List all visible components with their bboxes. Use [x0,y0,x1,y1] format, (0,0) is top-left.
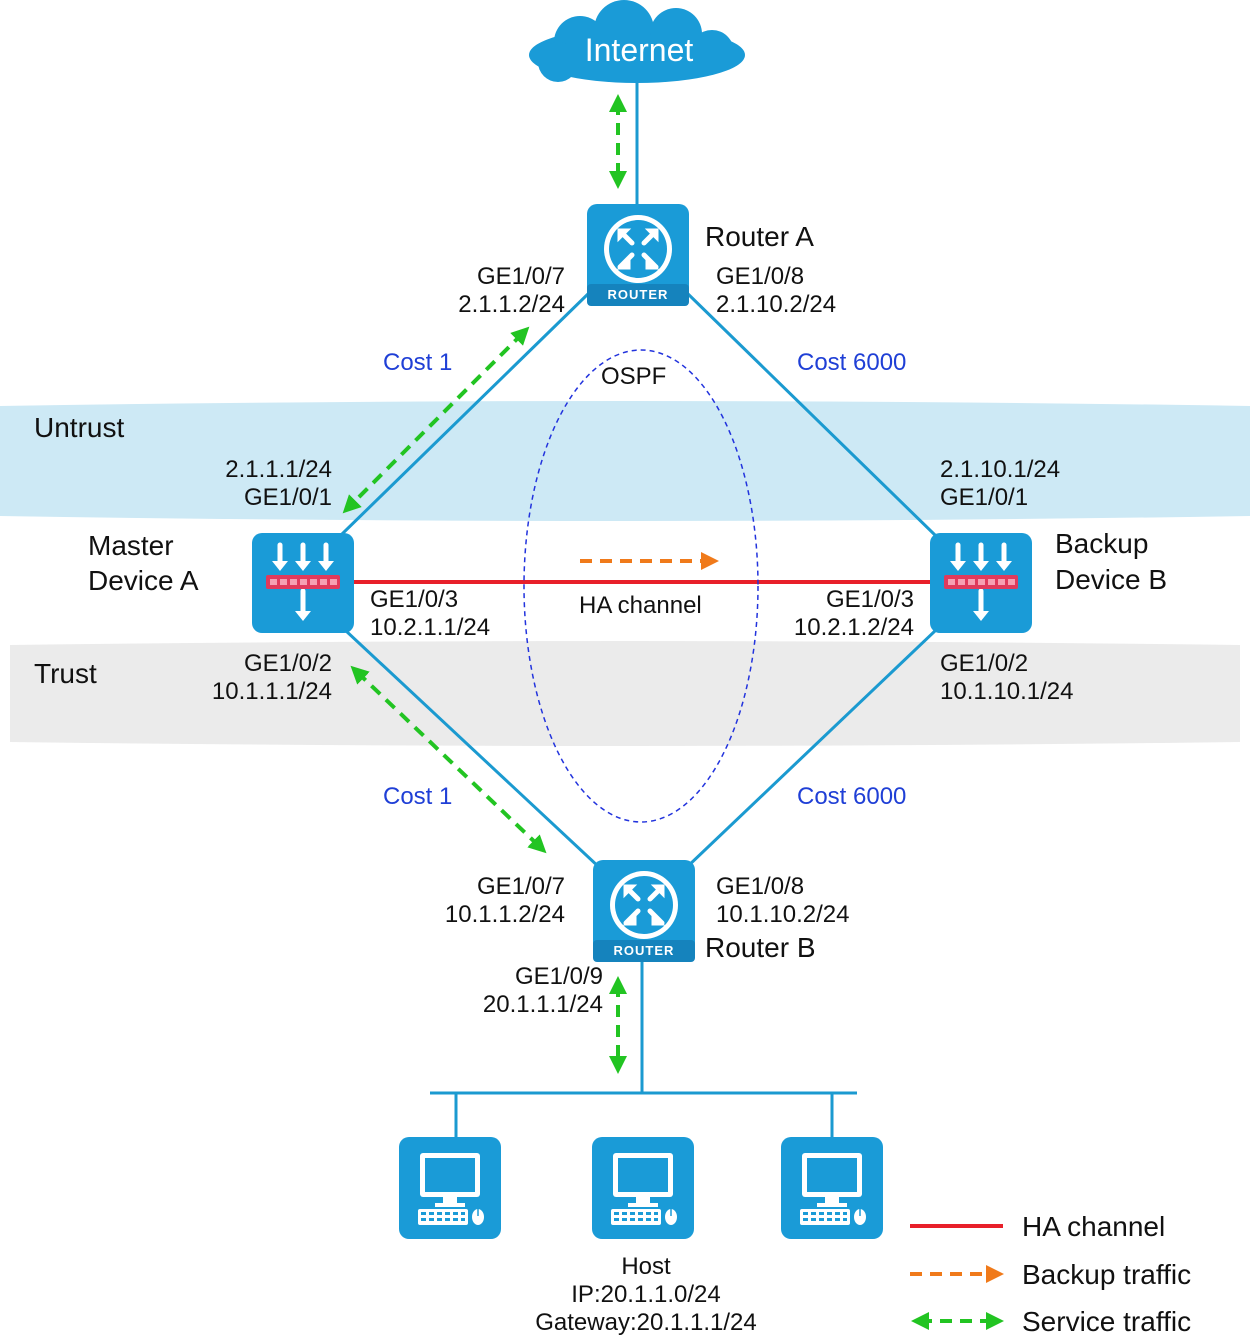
device-b-role: Backup [1055,528,1148,559]
cost-lower-right: Cost 6000 [797,783,906,810]
trust-zone-band [10,641,1240,746]
router-b-ge8-ip: 10.1.10.2/24 [716,901,849,928]
device-a-ge2-if: GE1/0/2 [244,650,332,677]
service-traffic-arrow-upper [342,326,530,514]
untrust-zone-label: Untrust [34,412,124,443]
legend-backup-label: Backup traffic [1022,1259,1191,1290]
device-b-ge2-ip: 10.1.10.1/24 [940,678,1073,705]
firewall-icon [252,533,354,633]
host-gateway: Gateway:20.1.1.1/24 [535,1309,756,1336]
device-b-ge3-if: GE1/0/3 [826,586,914,613]
router-b-ge8-if: GE1/0/8 [716,873,804,900]
host-title: Host [621,1253,671,1280]
router-b-ge9-if: GE1/0/9 [515,963,603,990]
device-a-firewall[interactable] [252,533,354,633]
router-a-ge7-ip: 2.1.1.2/24 [458,291,565,318]
untrust-zone-band [0,401,1250,521]
cloud-icon [529,0,745,83]
link-routerA-deviceB [684,290,938,538]
device-b-ge3-ip: 10.2.1.2/24 [794,614,914,641]
router-a[interactable]: ROUTER [587,204,689,306]
firewall-icon [930,533,1032,633]
host-pc-2[interactable] [591,1136,695,1240]
internet-cloud: Internet [529,0,745,83]
device-b-ge2-if: GE1/0/2 [940,650,1028,677]
device-b-name: Device B [1055,564,1167,595]
device-a-ge3-ip: 10.2.1.1/24 [370,614,490,641]
ospf-label: OSPF [601,363,666,390]
pc-icon [398,1136,502,1240]
trust-zone-label: Trust [34,658,97,689]
cost-upper-right: Cost 6000 [797,349,906,376]
link-deviceB-routerB [684,628,938,870]
internet-label: Internet [585,32,694,68]
router-a-ge8-if: GE1/0/8 [716,263,804,290]
host-pc-1[interactable] [398,1136,502,1240]
router-a-ge8-ip: 2.1.10.2/24 [716,291,836,318]
router-b-ge7-if: GE1/0/7 [477,873,565,900]
cost-lower-left: Cost 1 [383,783,452,810]
device-b-ge1-if: GE1/0/1 [940,484,1028,511]
router-b-ge7-ip: 10.1.1.2/24 [445,901,565,928]
router-a-name: Router A [705,221,814,252]
legend-service-label: Service traffic [1022,1306,1191,1337]
router-b-badge: ROUTER [614,943,675,958]
router-b-name: Router B [705,932,816,963]
router-a-ge7-if: GE1/0/7 [477,263,565,290]
device-a-role: Master [88,530,174,561]
service-traffic-arrow-lower [350,665,547,854]
pc-icon [780,1136,884,1240]
device-a-name: Device A [88,565,199,596]
router-b-ge9-ip: 20.1.1.1/24 [483,991,603,1018]
legend-ha-label: HA channel [1022,1211,1165,1242]
device-a-ge1-if: GE1/0/1 [244,484,332,511]
host-pc-3[interactable] [780,1136,884,1240]
device-a-ge3-if: GE1/0/3 [370,586,458,613]
router-a-badge: ROUTER [608,287,669,302]
pc-icon [591,1136,695,1240]
cost-upper-left: Cost 1 [383,349,452,376]
device-b-firewall[interactable] [930,533,1032,633]
legend: HA channel Backup traffic Service traffi… [910,1211,1191,1337]
device-a-ge2-ip: 10.1.1.1/24 [212,678,332,705]
host-ip: IP:20.1.1.0/24 [571,1281,720,1308]
ospf-area-ellipse [523,349,759,823]
device-a-ge1-ip: 2.1.1.1/24 [225,456,332,483]
device-b-ge1-ip: 2.1.10.1/24 [940,456,1060,483]
ha-channel-label: HA channel [579,592,702,619]
router-b[interactable]: ROUTER [593,860,695,962]
